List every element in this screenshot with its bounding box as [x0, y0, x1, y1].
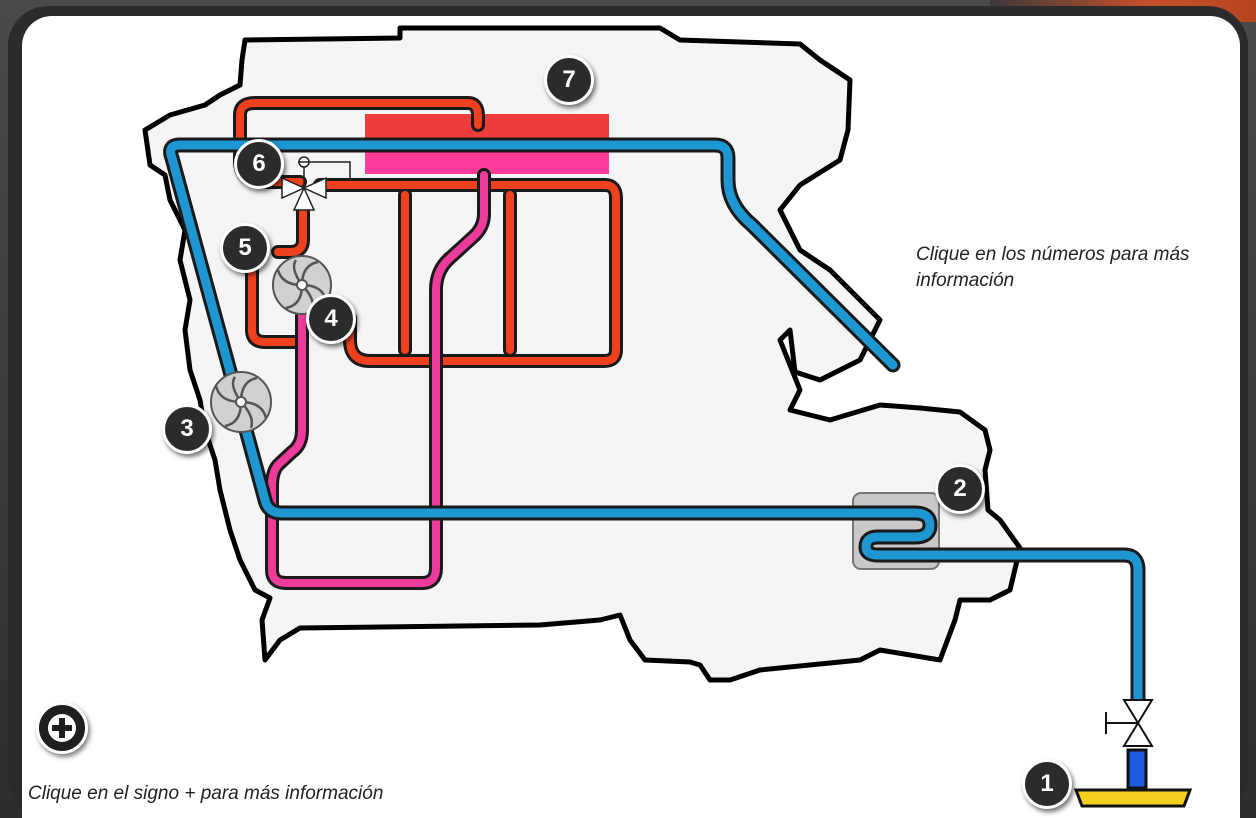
marker-1-number: 1: [1040, 770, 1054, 797]
diagram-canvas: 1 2 3 4 5 6 7 Clique en los números para…: [22, 16, 1240, 818]
plus-icon: [48, 714, 76, 742]
numbers-hint: Clique en los números para más informaci…: [916, 244, 1190, 291]
engine-cooling-diagram: [142, 25, 1193, 808]
marker-7[interactable]: 7: [544, 55, 594, 105]
intake-plate: [1073, 788, 1193, 808]
coolant-return: [268, 171, 488, 587]
plus-button[interactable]: [36, 702, 88, 754]
freshwater-circuit: [236, 99, 620, 365]
marker-6-number: 6: [252, 150, 266, 177]
marker-4[interactable]: 4: [306, 294, 356, 344]
marker-4-number: 4: [324, 305, 338, 332]
marker-5[interactable]: 5: [220, 223, 270, 273]
valve-icon[interactable]: [1105, 699, 1154, 747]
marker-2-number: 2: [953, 475, 967, 502]
thermostat-valve-icon[interactable]: [281, 156, 351, 211]
marker-6[interactable]: 6: [234, 139, 284, 189]
marker-5-number: 5: [238, 234, 252, 261]
pump-icon[interactable]: [210, 371, 272, 433]
plus-hint: Clique en el signo + para más informació…: [28, 783, 384, 804]
marker-7-number: 7: [562, 66, 576, 93]
intake-pipe: [1126, 748, 1148, 790]
marker-2[interactable]: 2: [935, 464, 985, 514]
marker-1[interactable]: 1: [1022, 759, 1072, 809]
marker-3-number: 3: [180, 415, 194, 442]
seawater-circuit: [166, 140, 1143, 705]
marker-3[interactable]: 3: [162, 404, 212, 454]
